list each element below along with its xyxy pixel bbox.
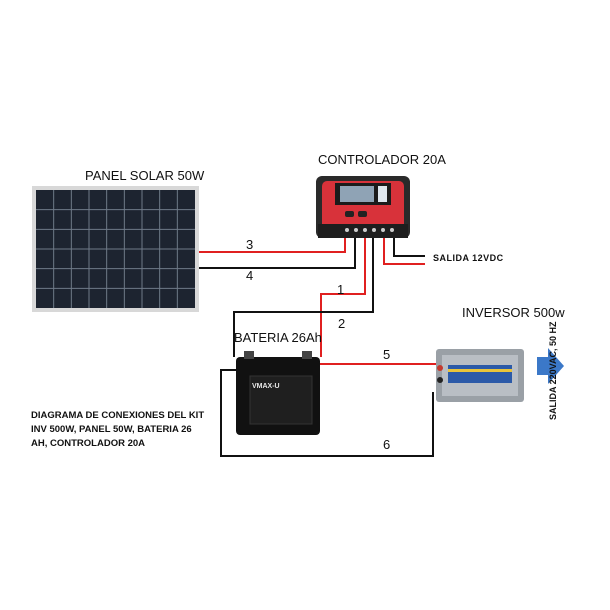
battery-title: BATERIA 26Ah bbox=[234, 330, 322, 345]
charge-controller bbox=[316, 176, 410, 238]
wire-3 bbox=[199, 238, 346, 253]
description-line: AH, CONTROLADOR 20A bbox=[31, 438, 146, 449]
description-line: DIAGRAMA DE CONEXIONES DEL KIT bbox=[31, 410, 205, 421]
panel-title: PANEL SOLAR 50W bbox=[85, 168, 205, 183]
wire-1 bbox=[320, 238, 366, 357]
wire-number-2: 2 bbox=[338, 316, 346, 331]
wire-number-5: 5 bbox=[383, 347, 391, 362]
ac-output-label: SALIDA 220VAC, 50 HZ bbox=[548, 321, 558, 420]
solar-panel bbox=[32, 186, 199, 312]
wire-number-3: 3 bbox=[246, 237, 254, 252]
dc-output-label: SALIDA 12VDC bbox=[433, 253, 504, 263]
battery: VMAX-U bbox=[236, 351, 320, 435]
wire-out-pos bbox=[383, 238, 425, 265]
wire-2b bbox=[233, 311, 312, 357]
wire-number-6: 6 bbox=[383, 437, 391, 452]
ac-output-arrow-icon bbox=[537, 348, 564, 384]
inverter bbox=[436, 349, 524, 402]
inverter-title: INVERSOR 500w bbox=[462, 305, 565, 320]
wire-2 bbox=[312, 238, 374, 313]
wire-4 bbox=[199, 238, 356, 269]
description-line: INV 500W, PANEL 50W, BATERIA 26 bbox=[31, 424, 192, 435]
controller-title: CONTROLADOR 20A bbox=[318, 152, 446, 167]
wire-6 bbox=[220, 369, 434, 457]
wire-number-1: 1 bbox=[337, 282, 345, 297]
diagram-description: DIAGRAMA DE CONEXIONES DEL KIT INV 500W,… bbox=[31, 409, 216, 451]
battery-brand-text: VMAX-U bbox=[252, 383, 280, 390]
wiring bbox=[199, 238, 436, 457]
wire-out-neg bbox=[393, 238, 425, 257]
wire-number-4: 4 bbox=[246, 268, 254, 283]
